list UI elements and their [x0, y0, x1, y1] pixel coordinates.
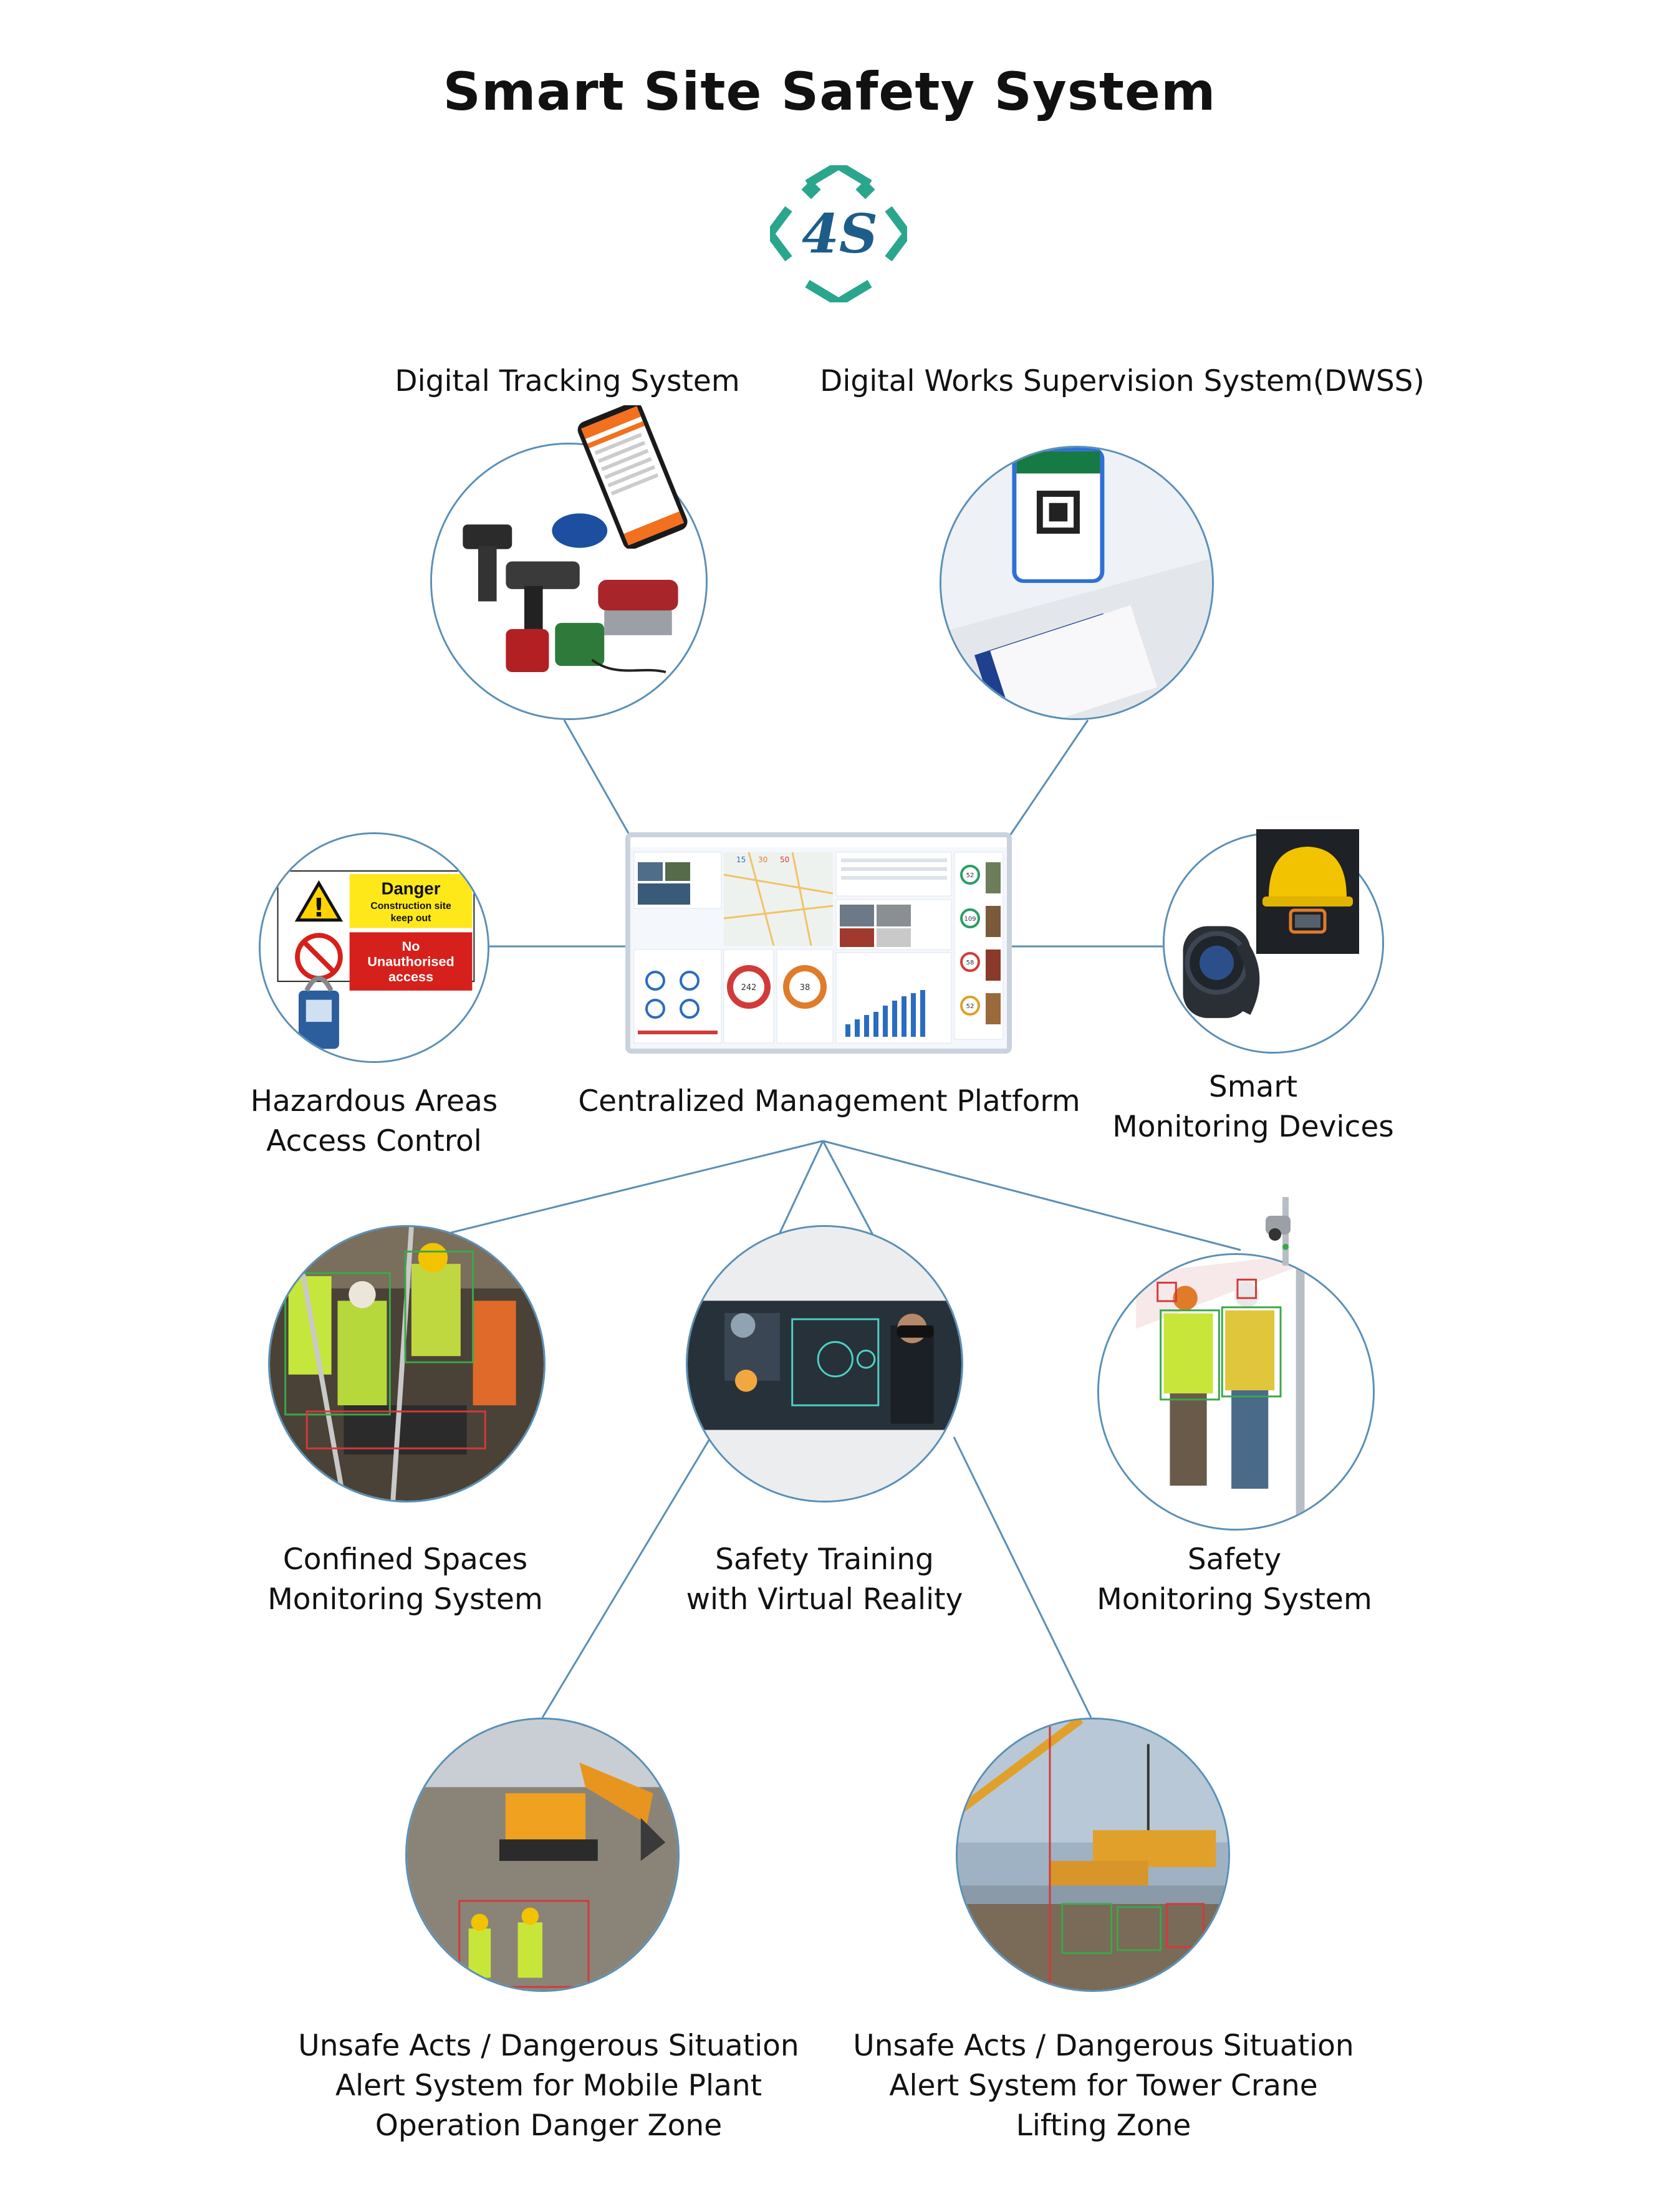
label-safety-monitoring: Safety Monitoring System — [1060, 1540, 1409, 1620]
svg-text:!: ! — [313, 893, 325, 923]
circle-confined — [268, 1225, 546, 1503]
line-vr-tower-crane — [953, 1436, 1092, 1718]
label-platform: Centralized Management Platform — [578, 1084, 1080, 1118]
digital-pass-image — [941, 448, 1212, 718]
line-platform-tracking — [563, 719, 631, 836]
label-mobile-plant: Unsafe Acts / Dangerous Situation Alert … — [274, 2026, 823, 2146]
label-vr-line1: Safety Training — [715, 1542, 934, 1577]
label-mobile-plant-line3: Operation Danger Zone — [375, 2109, 723, 2143]
label-vr: Safety Training with Virtual Reality — [655, 1540, 994, 1620]
label-vr-line2: with Virtual Reality — [686, 1582, 963, 1617]
no-sign-line1: No — [402, 938, 420, 954]
card-value-4: 52 — [966, 1003, 974, 1010]
donut-value-1: 242 — [741, 983, 757, 993]
circle-safety-monitoring — [1097, 1253, 1375, 1531]
label-safety-monitoring-line1: Safety — [1187, 1542, 1282, 1577]
kpi-value-3: 50 — [780, 855, 789, 864]
safety-monitoring-image — [1099, 1255, 1373, 1529]
label-hazardous-line2: Access Control — [266, 1124, 482, 1158]
smart-helmet-image — [1256, 829, 1359, 954]
label-mobile-plant-line1: Unsafe Acts / Dangerous Situation — [298, 2029, 799, 2063]
label-smart-devices-line2: Monitoring Devices — [1112, 1110, 1394, 1144]
circle-tower-crane — [956, 1718, 1230, 1992]
kpi-value-2: 30 — [758, 855, 767, 864]
circle-hazardous: ! Danger Construction site keep out No U… — [259, 832, 489, 1063]
danger-sign-title: Danger — [382, 878, 441, 898]
label-hazardous: Hazardous Areas Access Control — [206, 1082, 542, 1161]
label-tower-crane-line2: Alert System for Tower Crane — [889, 2069, 1318, 2103]
donut-value-2: 38 — [800, 983, 810, 993]
page-title: Smart Site Safety System — [443, 61, 1216, 122]
label-hazardous-line1: Hazardous Areas — [250, 1084, 498, 1118]
phone-app-image — [577, 405, 688, 549]
label-smart-devices-line1: Smart — [1208, 1070, 1298, 1104]
tower-crane-image — [958, 1719, 1228, 1990]
label-confined-line1: Confined Spaces — [282, 1542, 528, 1577]
card-value-3: 58 — [966, 959, 974, 966]
logo-text: 4S — [802, 203, 878, 266]
line-platform-safety — [822, 1140, 1241, 1251]
kpi-value-1: 15 — [736, 855, 746, 864]
confined-space-image — [270, 1227, 544, 1501]
line-platform-dwss — [1009, 719, 1089, 836]
label-dwss: Digital Works Supervision System(DWSS) — [820, 364, 1425, 398]
dashboard-image: 15 30 50 52 109 58 52 242 38 — [630, 837, 1007, 1049]
label-tower-crane: Unsafe Acts / Dangerous Situation Alert … — [829, 2026, 1378, 2146]
danger-sign-line1: Construction site — [370, 901, 451, 911]
label-tower-crane-line3: Lifting Zone — [1016, 2109, 1191, 2143]
label-smart-devices: Smart Monitoring Devices — [1085, 1067, 1421, 1147]
logo-4s: 4S — [764, 160, 913, 308]
no-sign-line2: Unauthorised — [367, 954, 454, 969]
label-tower-crane-line1: Unsafe Acts / Dangerous Situation — [853, 2029, 1354, 2063]
card-value-2: 109 — [964, 916, 976, 923]
circle-dwss — [940, 446, 1214, 720]
label-digital-tracking: Digital Tracking System — [395, 364, 740, 398]
circle-mobile-plant — [405, 1718, 680, 1992]
camera-pole-image — [1266, 1197, 1291, 1266]
danger-sign-line2: keep out — [391, 913, 431, 924]
logo-4s-mark: 4S — [764, 160, 913, 308]
card-value-1: 52 — [966, 872, 974, 879]
circle-vr — [686, 1225, 963, 1503]
vr-training-image — [688, 1227, 961, 1501]
label-mobile-plant-line2: Alert System for Mobile Plant — [335, 2069, 762, 2103]
line-platform-vr-right — [822, 1140, 877, 1241]
line-vr-mobile-plant — [541, 1436, 712, 1718]
dashboard-screenshot: 15 30 50 52 109 58 52 242 38 — [625, 832, 1012, 1054]
label-confined: Confined Spaces Monitoring System — [237, 1540, 574, 1620]
label-confined-line2: Monitoring System — [267, 1582, 543, 1617]
excavator-image — [407, 1719, 678, 1990]
hazard-signs-image: ! Danger Construction site keep out No U… — [261, 834, 488, 1061]
no-sign-line3: access — [388, 969, 433, 984]
label-safety-monitoring-line2: Monitoring System — [1097, 1582, 1372, 1617]
line-platform-vr-left — [775, 1140, 824, 1241]
